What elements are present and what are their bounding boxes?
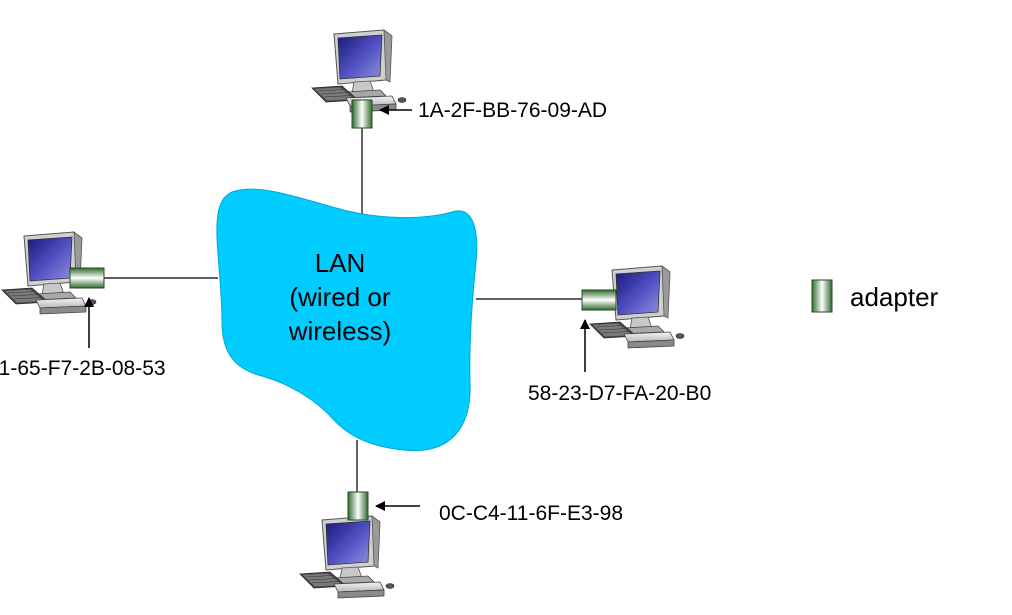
lan-label: LAN (wired or wireless) <box>240 246 440 348</box>
mac-address-right: 58-23-D7-FA-20-B0 <box>528 382 712 405</box>
adapter-bottom-icon <box>347 491 369 521</box>
lan-cloud <box>216 188 478 452</box>
adapter-top-icon <box>351 99 373 129</box>
legend-adapter-icon <box>811 279 833 313</box>
mac-address-bottom: 0C-C4-11-6F-E3-98 <box>439 502 624 525</box>
adapter-right-icon <box>581 289 617 311</box>
lan-label-line3: wireless) <box>288 316 392 346</box>
host-bottom-computer-icon <box>299 515 395 599</box>
mac-address-top: 1A-2F-BB-76-09-AD <box>418 99 608 122</box>
lan-label-line1: LAN <box>314 248 366 278</box>
mac-address-left: 71-65-F7-2B-08-53 <box>0 357 166 380</box>
lan-label-line2: (wired or <box>289 282 391 312</box>
legend-adapter-label: adapter <box>850 282 939 312</box>
adapter-left-icon <box>69 267 105 289</box>
